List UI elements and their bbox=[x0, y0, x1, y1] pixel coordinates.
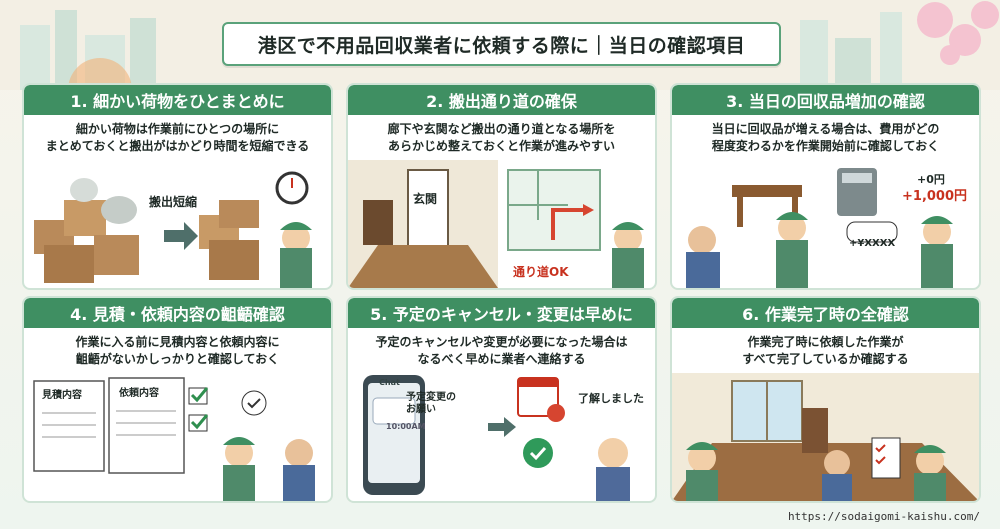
worker-figure bbox=[280, 248, 312, 288]
worker-figure bbox=[612, 248, 644, 288]
footer-url[interactable]: https://sodaigomi-kaishu.com/ bbox=[787, 510, 980, 523]
panel-body: 細かい荷物は作業前にひとつの場所に まとめておくと搬出がはかどり時間を短縮できる bbox=[45, 122, 310, 153]
panel-heading: 5. 予定のキャンセル・変更は早めに bbox=[348, 298, 655, 328]
panel-1: 1. 細かい荷物をひとまとめに 細かい荷物は作業前にひとつの場所に まとめておく… bbox=[22, 83, 333, 290]
check-circle-icon bbox=[523, 438, 553, 468]
worker-figure bbox=[223, 465, 255, 501]
panel-4: 4. 見積・依頼内容の齟齬確認 作業に入る前に見積内容と依頼内容に 齟齬がないか… bbox=[22, 296, 333, 503]
worker-figure bbox=[686, 470, 718, 501]
panel-6: 6. 作業完了時の全確認 作業完了時に依頼した作業が すべて完了しているか確認す… bbox=[670, 296, 981, 503]
documents-illustration bbox=[33, 377, 315, 501]
reply-bubble: 了解しました bbox=[578, 392, 644, 405]
panel-heading: 2. 搬出通り道の確保 bbox=[348, 85, 655, 115]
customer-figure bbox=[686, 252, 720, 288]
phone-app-name: Chat bbox=[379, 378, 400, 387]
panel-heading: 3. 当日の回収品増加の確認 bbox=[672, 85, 979, 115]
city-skyline bbox=[0, 0, 1000, 90]
check-icon bbox=[190, 414, 209, 430]
panel-body: 作業に入る前に見積内容と依頼内容に 齟齬がないかしっかりと確認しておく bbox=[75, 335, 280, 366]
empty-room-illustration bbox=[672, 373, 979, 501]
arrow-right-icon bbox=[164, 222, 198, 250]
customer-figure bbox=[822, 474, 852, 501]
panel-5: 5. 予定のキャンセル・変更は早めに 予定のキャンセルや変更が必要になった場合は… bbox=[346, 296, 657, 503]
checklist-icon bbox=[871, 437, 901, 479]
worker-figure bbox=[921, 244, 953, 288]
route-arrow-icon bbox=[551, 208, 583, 240]
estimate-document bbox=[33, 380, 105, 472]
customer-figure bbox=[283, 465, 315, 501]
phone-time: 10:00AM bbox=[386, 422, 426, 431]
price-bubble: +¥XXXX bbox=[849, 238, 896, 249]
hallway-illustration bbox=[348, 160, 644, 288]
label-route-ok: 通り道OK bbox=[513, 265, 569, 279]
label-entrance: 玄関 bbox=[413, 192, 438, 206]
door bbox=[407, 169, 449, 251]
panel-heading: 6. 作業完了時の全確認 bbox=[672, 298, 979, 328]
cost-check-illustration bbox=[686, 168, 953, 288]
cherry-blossom-icon bbox=[917, 1, 999, 65]
phone-contact-illustration bbox=[363, 375, 630, 501]
table bbox=[732, 185, 802, 197]
price-increase: +1,000円 bbox=[902, 189, 968, 204]
panel-2: 2. 搬出通り道の確保 廊下や玄関など搬出の通り道となる場所を あらかじめ整えて… bbox=[346, 83, 657, 290]
panel-body: 予定のキャンセルや変更が必要になった場合は なるべく早めに業者へ連絡する bbox=[375, 335, 628, 366]
doc-request-label: 依頼内容 bbox=[119, 388, 159, 399]
doc-estimate-label: 見積内容 bbox=[42, 390, 82, 401]
page-title: 港区で不用品回収業者に依頼する際に｜当日の確認項目 bbox=[257, 34, 746, 57]
panel-body: 当日に回収品が増える場合は、費用がどの 程度変わるかを作業開始前に確認しておく bbox=[711, 122, 940, 153]
request-document bbox=[108, 377, 185, 474]
staff-figure bbox=[596, 467, 630, 501]
panel-body: 廊下や玄関など搬出の通り道となる場所を あらかじめ整えておくと作業が進みやすい bbox=[387, 122, 616, 153]
worker-figure bbox=[776, 240, 808, 288]
check-icon bbox=[190, 387, 209, 403]
arrow-right-icon bbox=[488, 417, 516, 437]
phone-message: 予定変更の お願い bbox=[406, 392, 456, 415]
panel-body: 作業完了時に依頼した作業が すべて完了しているか確認する bbox=[742, 335, 909, 366]
worker-figure bbox=[914, 473, 946, 501]
panel-3: 3. 当日の回収品増加の確認 当日に回収品が増える場合は、費用がどの 程度変わる… bbox=[670, 83, 981, 290]
label-shorten: 搬出短縮 bbox=[149, 195, 198, 209]
price-base: +0円 bbox=[917, 173, 945, 186]
panel-heading: 1. 細かい荷物をひとまとめに bbox=[24, 85, 331, 115]
panel-heading: 4. 見積・依頼内容の齟齬確認 bbox=[24, 298, 331, 328]
boxes-illustration bbox=[34, 171, 312, 288]
title-banner: 港区で不用品回収業者に依頼する際に｜当日の確認項目 bbox=[222, 22, 781, 66]
